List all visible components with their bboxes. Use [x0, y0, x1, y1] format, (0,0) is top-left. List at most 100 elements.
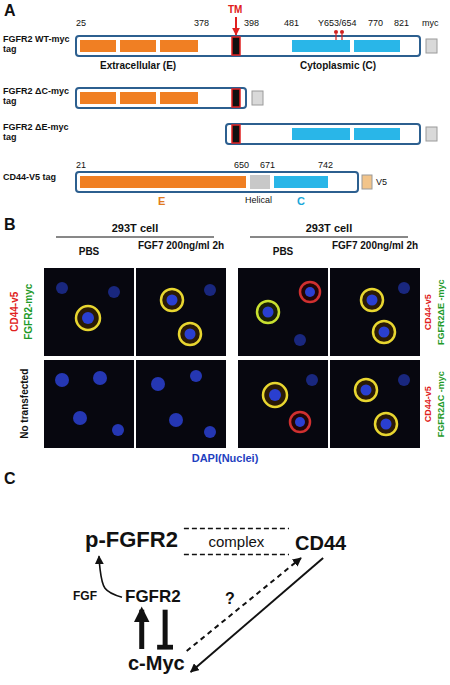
treatment-label: PBS	[238, 246, 328, 258]
row-label: No transfected	[19, 360, 31, 448]
fgfr2-dc-bar	[76, 88, 263, 108]
fgfr2-dc-bar	[252, 91, 263, 105]
column-header: 293T cell	[238, 222, 420, 235]
upregulation-arrow	[139, 610, 144, 649]
complex-link	[184, 529, 289, 555]
phospho-site	[334, 30, 344, 40]
fgfr2-wt-bar	[76, 36, 437, 56]
phospho-site	[335, 34, 336, 40]
fgfr2-dc-bar	[80, 92, 116, 104]
fgfr2-de-bar	[426, 127, 437, 141]
column-header: 293T cell	[44, 222, 226, 235]
inhibition-arrow	[163, 610, 168, 648]
phospho-site	[334, 30, 338, 34]
fgfr2-de-bar	[354, 128, 400, 140]
construct-name: FGFR2 ΔE-myc tag	[3, 122, 73, 143]
stained-cell	[361, 385, 372, 396]
fgfr2-wt-bar	[160, 40, 198, 52]
nucleus	[169, 413, 183, 427]
protein-name: c-Myc	[128, 652, 185, 674]
phospho-site	[341, 34, 342, 40]
node-text: c-Myc	[128, 652, 185, 674]
header-rule	[250, 237, 408, 238]
activation-arrow	[99, 556, 122, 597]
residue-number: 378	[194, 18, 209, 28]
fgfr2-dc-bar	[76, 88, 246, 108]
micrograph	[330, 268, 420, 356]
nucleus	[73, 411, 87, 425]
panel-letter: C	[4, 470, 16, 488]
fgfr2-wt-bar	[292, 40, 350, 52]
putative-arrow	[187, 558, 301, 651]
construct-name: CD44-V5 tag	[3, 172, 73, 182]
stained-cell	[263, 383, 287, 407]
stained-cell	[381, 419, 392, 430]
nucleus	[112, 424, 124, 436]
domain-label: E	[158, 195, 165, 208]
node-text: CD44	[295, 532, 346, 554]
protein-name: FGFR2	[125, 588, 181, 607]
node-text: p-FGFR2	[85, 528, 178, 552]
fgfr2-wt-bar	[80, 40, 116, 52]
residue-number: Y653/654	[318, 18, 357, 28]
stain-label: DAPI(Nuclei)	[135, 452, 315, 465]
domain-label: Cytoplasmic (C)	[300, 60, 376, 72]
fgfr2-wt-bar	[354, 40, 400, 52]
residue-number: 398	[244, 18, 259, 28]
nucleus	[56, 282, 68, 294]
treatment-label: FGF7 200ng/ml 2h	[136, 240, 226, 252]
nucleus	[398, 282, 410, 294]
nucleus	[204, 426, 216, 438]
residue-number: 742	[318, 160, 333, 170]
fgfr2-de-bar	[292, 128, 350, 140]
fgfr2-wt-bar	[232, 37, 240, 55]
stained-cell	[305, 287, 315, 297]
cd44-bar	[274, 176, 328, 188]
construct-name: FGFR2 ΔC-myc tag	[3, 86, 73, 107]
nucleus	[93, 371, 107, 385]
micrograph	[238, 360, 328, 448]
stain-label: FGFR2ΔC -myc	[436, 360, 446, 448]
panel-letter: B	[4, 216, 16, 234]
domain-label: Extracellular (E)	[100, 60, 176, 72]
nucleus	[190, 370, 202, 382]
nucleus	[151, 377, 165, 391]
cd44-bar	[76, 172, 372, 192]
construct-name: FGFR2 WT-myc tag	[3, 34, 73, 55]
protein-name: p-FGFR2	[85, 528, 178, 552]
header-rule	[56, 237, 408, 238]
node-text: FGFR2	[125, 588, 181, 607]
residue-number: 770	[368, 18, 383, 28]
stain-label: FGFR2ΔE -myc	[436, 268, 446, 356]
edge-label: complex	[207, 533, 267, 550]
residue-number: 650	[234, 160, 249, 170]
stained-cell	[373, 321, 395, 343]
stain-label: CD44-v5	[423, 360, 433, 448]
domain-label: TM	[228, 4, 242, 16]
cd44-bar	[80, 176, 246, 188]
micrograph	[330, 360, 420, 448]
stain-label: CD44-v5	[9, 268, 21, 356]
edge-label: FGF	[71, 591, 99, 604]
edge-label: ?	[223, 590, 237, 608]
stain-label: CD44-v5	[423, 268, 433, 356]
residue-number: 25	[76, 18, 86, 28]
header-rule	[56, 237, 214, 238]
micrograph	[44, 360, 134, 448]
fgfr2-de-bar	[226, 124, 437, 144]
cd44-bar	[362, 175, 372, 189]
residue-number: 671	[260, 160, 275, 170]
stained-cell	[82, 312, 94, 324]
residue-number: 821	[394, 18, 409, 28]
nucleus	[108, 286, 120, 298]
micrograph	[136, 360, 226, 448]
micrograph	[44, 268, 420, 448]
cd44-bar	[250, 175, 270, 189]
fgfr2-de-bar	[226, 124, 420, 144]
stained-cell	[379, 327, 390, 338]
stained-cell	[76, 282, 397, 435]
